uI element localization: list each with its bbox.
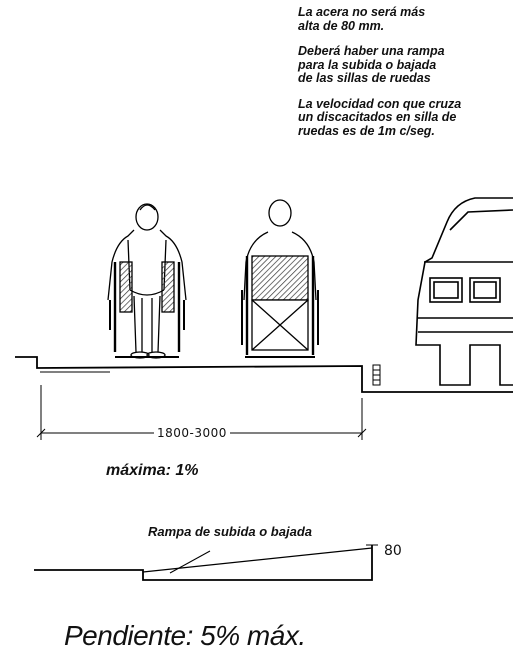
note-line: para la subida o bajada	[298, 57, 437, 72]
note-line: La velocidad con que cruza	[298, 96, 462, 111]
note-line: de las sillas de ruedas	[298, 71, 431, 85]
car-front-icon	[415, 197, 513, 386]
sidewalk-profile	[15, 356, 513, 393]
ramp-profile	[34, 544, 378, 581]
note-line: ruedas es de 1m c/seg.	[298, 123, 435, 138]
sidewalk-width-label: 1800-3000	[154, 426, 230, 440]
note-crossing-speed: La velocidad con que cruza un discacitad…	[298, 96, 510, 139]
ramp-title: Rampa de subida o bajada	[148, 524, 312, 539]
sidewalk-slope-label: máxima: 1%	[106, 462, 199, 479]
drain-grate-icon	[372, 364, 381, 386]
wheelchair-user-rear-icon	[241, 199, 319, 358]
design-notes: La acera no será más alta de 80 mm. Debe…	[298, 5, 510, 150]
note-ramp-required: Deberá haber una rampa para la subida o …	[298, 44, 510, 86]
note-line: alta de 80 mm.	[298, 18, 385, 33]
ramp-height-label: 80	[384, 543, 402, 559]
note-curb-height: La acera no será más alta de 80 mm.	[298, 5, 510, 33]
note-line: La acera no será más	[298, 5, 426, 19]
note-line: un discacitados en silla de	[298, 110, 457, 124]
wheelchair-user-front-icon	[107, 203, 187, 359]
note-line: Deberá haber una rampa	[298, 44, 445, 58]
ramp-slope-label: Pendiente: 5% máx.	[64, 620, 306, 651]
